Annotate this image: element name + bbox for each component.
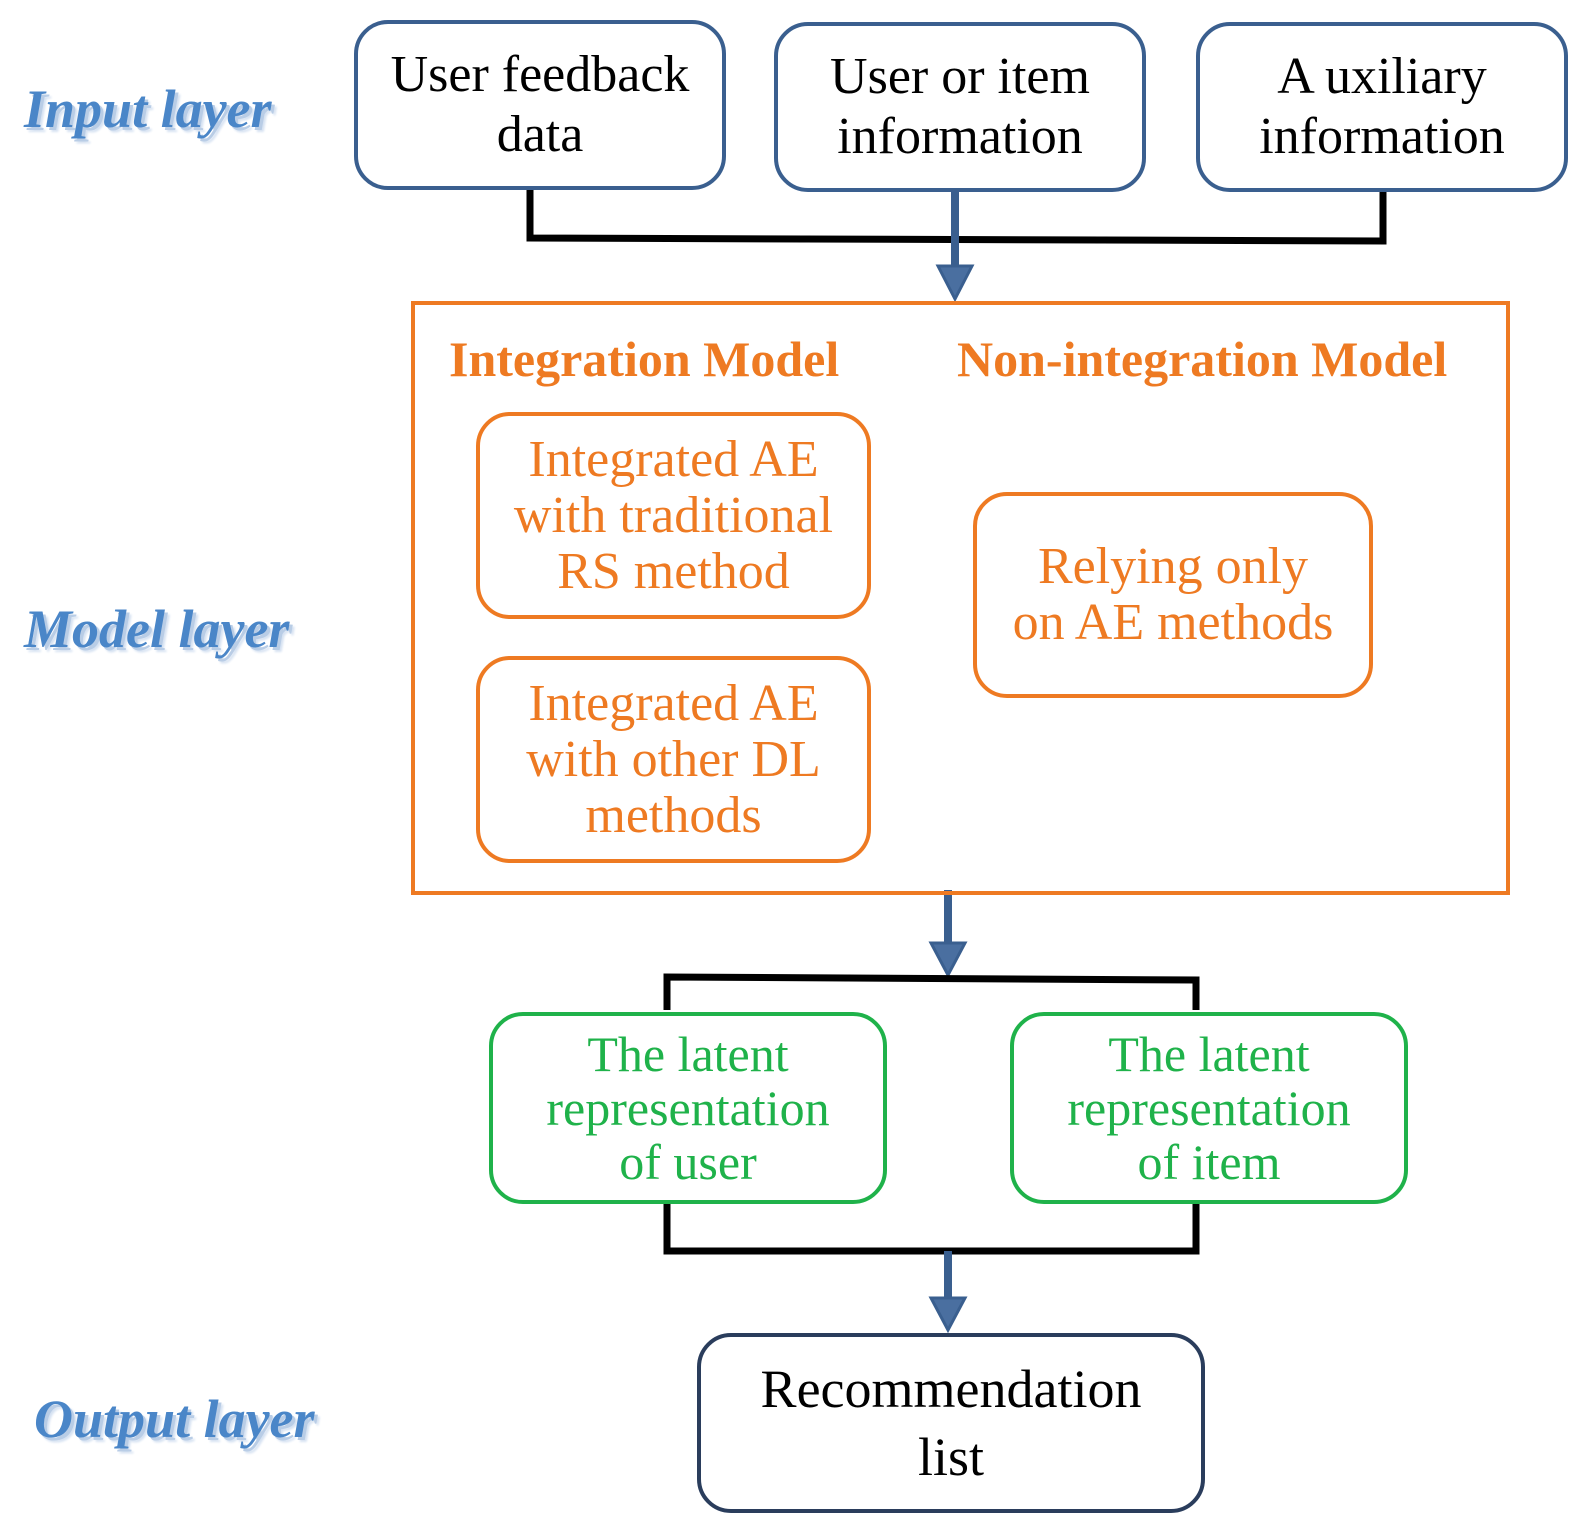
arrow-latent-to-output-head: [928, 1296, 968, 1334]
input-box-user-item-info: User or item information: [774, 22, 1146, 192]
model-layer-label: Model layer: [24, 599, 290, 659]
input-layer-label: Input layer: [24, 79, 272, 139]
integrated-ae-dl-box: Integrated AE with other DL methods: [476, 656, 871, 863]
arrow-model-to-latent-head: [928, 941, 968, 979]
input-box-user-feedback: User feedback data: [354, 20, 726, 190]
recommendation-list-text: Recommendation list: [760, 1359, 1142, 1487]
non-integration-model-title: Non-integration Model: [957, 331, 1448, 387]
integrated-ae-dl-text: Integrated AE with other DL methods: [526, 674, 821, 844]
integrated-ae-traditional-text: Integrated AE with traditional RS method: [513, 430, 834, 600]
integration-model-title: Integration Model: [449, 331, 840, 387]
latent-user-text: The latent representation of user: [546, 1026, 830, 1190]
output-layer-label: Output layer: [34, 1389, 315, 1449]
latent-merge-connector: [663, 1200, 1200, 1255]
recommendation-list-box: Recommendation list: [697, 1333, 1205, 1513]
relying-only-ae-box: Relying only on AE methods: [973, 492, 1373, 698]
input-box-auxiliary-info: A uxiliary information: [1196, 22, 1568, 192]
latent-item-box: The latent representation of item: [1010, 1012, 1408, 1204]
arrow-input-to-model-head: [935, 264, 975, 303]
integrated-ae-traditional-box: Integrated AE with traditional RS method: [476, 412, 871, 619]
latent-item-text: The latent representation of item: [1067, 1026, 1351, 1190]
relying-only-ae-text: Relying only on AE methods: [1012, 538, 1334, 651]
input-box-auxiliary-info-text: A uxiliary information: [1259, 48, 1505, 165]
latent-user-box: The latent representation of user: [489, 1012, 887, 1204]
latent-split-connector: [663, 973, 1200, 1010]
input-box-user-feedback-text: User feedback data: [390, 46, 690, 163]
input-box-user-item-info-text: User or item information: [830, 48, 1090, 165]
model-layer-frame: [411, 301, 1510, 895]
